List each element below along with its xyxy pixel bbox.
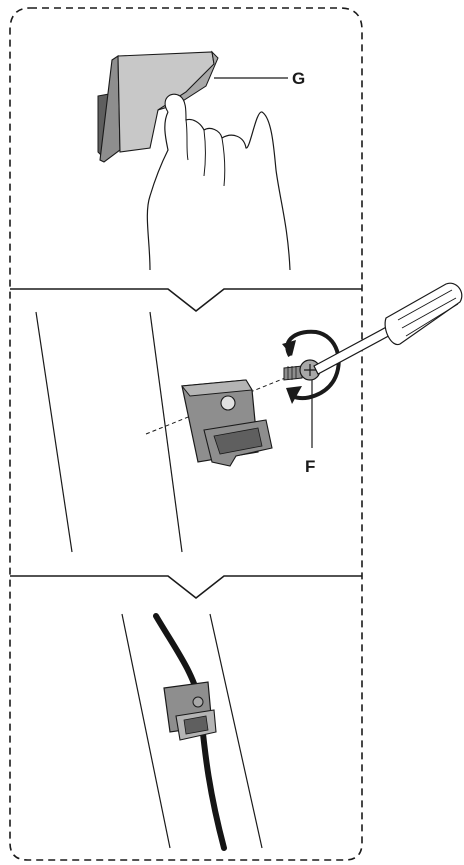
- screwdriver-grip-lines: [397, 289, 459, 337]
- screw-threads: [287, 366, 297, 380]
- panel-3-cable-clip: [121, 613, 263, 851]
- screwdriver: [313, 282, 463, 375]
- clip-top-edge: [181, 379, 253, 397]
- hand: [146, 108, 291, 271]
- frame-line-left-2: [121, 613, 171, 849]
- screw-shaft: [283, 365, 303, 381]
- screwdriver-handle: [384, 282, 463, 346]
- frame-line-right: [149, 311, 183, 553]
- panel-2-screw-clip: [35, 282, 463, 553]
- rotation-arrow: [285, 329, 341, 400]
- panel-1-peel-tape: [97, 50, 291, 271]
- clip-mounted-hook-inner: [183, 715, 209, 735]
- dashed-frame: [9, 7, 363, 861]
- panel-divider-2: [10, 575, 362, 600]
- screw-cross: [304, 364, 316, 376]
- hand-thumb: [164, 93, 187, 121]
- rotation-arrowhead-top: [282, 340, 296, 356]
- callout-label-g: G: [292, 69, 306, 88]
- panel-divider-1: [10, 288, 362, 313]
- hand-finger-line: [185, 119, 226, 187]
- clip-screw-hole: [220, 395, 236, 411]
- callout-label-f: F: [305, 457, 316, 476]
- frame-line-right-2: [209, 613, 263, 849]
- clip-front: [99, 54, 121, 163]
- rotation-arrowhead: [286, 386, 302, 404]
- clip-mounted-screw: [192, 696, 204, 708]
- clip-hook-shadow: [213, 427, 263, 455]
- frame-line-left: [35, 311, 73, 553]
- screwdriver-shaft: [313, 323, 397, 375]
